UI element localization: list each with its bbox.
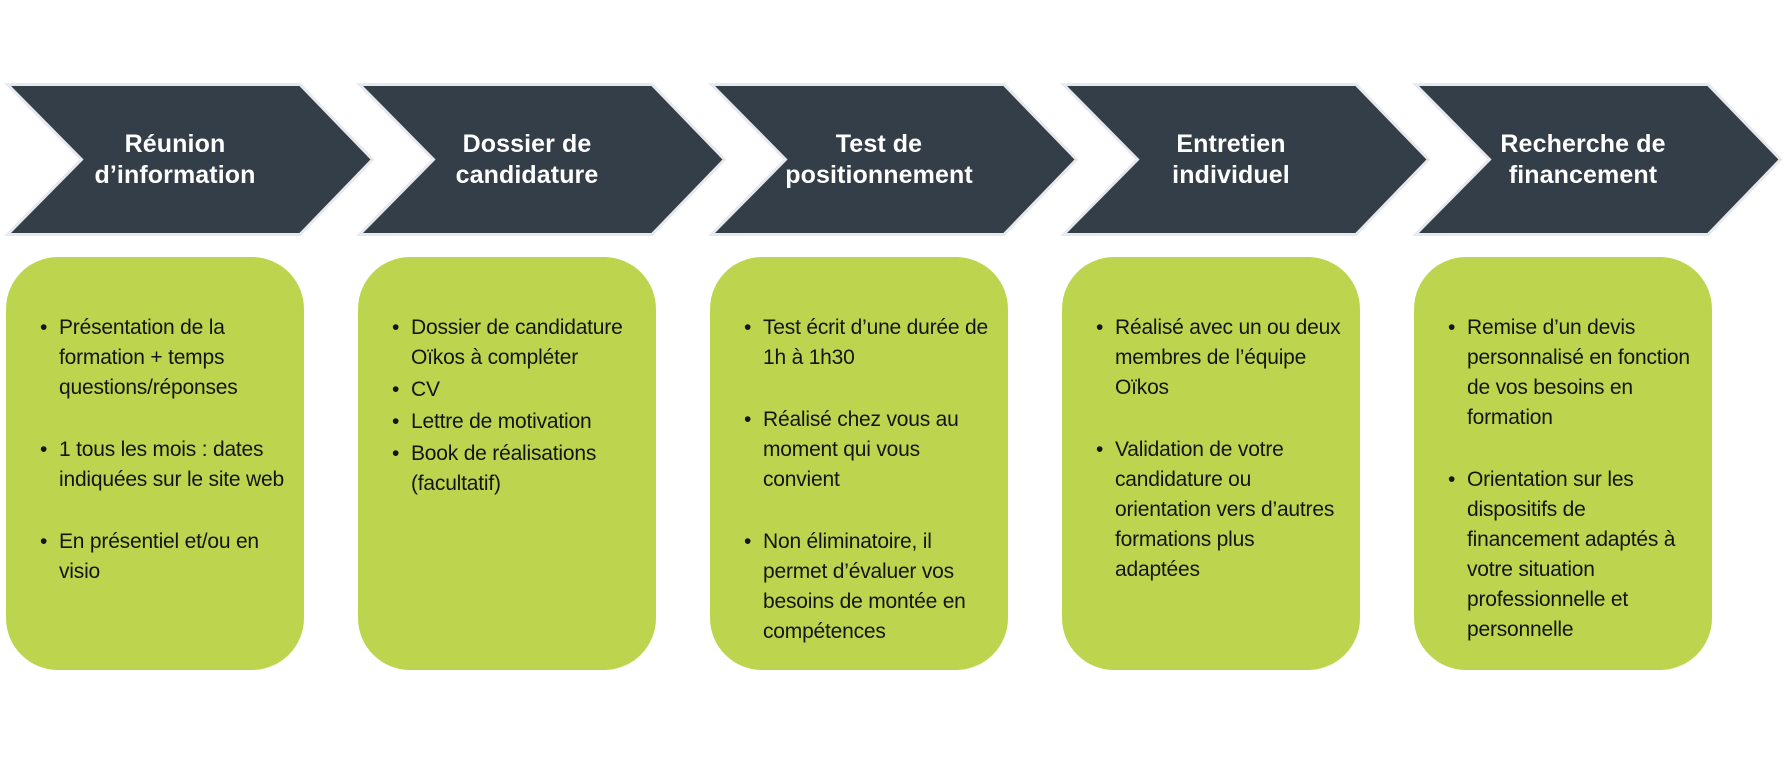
step-chevron-arrow: Réunion d’information	[3, 83, 375, 236]
bullet-list: Réalisé avec un ou deux membres de l’équ…	[1062, 257, 1360, 585]
step-chevron-arrow: Entretien individuel	[1059, 83, 1431, 236]
chevron-shape-icon	[1059, 83, 1431, 236]
process-step: Entretien individuel Réalisé avec un ou …	[1059, 0, 1431, 758]
step-details-card: Remise d’un devis personnalisé en foncti…	[1414, 257, 1712, 670]
step-details-card: Test écrit d’une durée de 1h à 1h30Réali…	[710, 257, 1008, 670]
chevron-shape-icon	[3, 83, 375, 236]
process-step: Recherche de financement Remise d’un dev…	[1411, 0, 1783, 758]
bullet-list: Dossier de candidature Oïkos à compléter…	[358, 257, 656, 499]
process-step: Dossier de candidature Dossier de candid…	[355, 0, 727, 758]
bullet-item: Test écrit d’une durée de 1h à 1h30	[742, 313, 990, 373]
step-title: Réunion d’information	[94, 130, 256, 189]
bullet-item: Lettre de motivation	[390, 407, 638, 437]
step-title: Dossier de candidature	[455, 130, 599, 189]
bullet-item: Présentation de la formation + temps que…	[38, 313, 286, 403]
bullet-item: Validation de votre candidature ou orien…	[1094, 435, 1342, 585]
bullet-item: En présentiel et/ou en visio	[38, 527, 286, 587]
bullet-list: Remise d’un devis personnalisé en foncti…	[1414, 257, 1712, 645]
step-title: Recherche de financement	[1500, 130, 1666, 189]
bullet-item: Non éliminatoire, il permet d’évaluer vo…	[742, 527, 990, 647]
step-title: Entretien individuel	[1172, 130, 1290, 189]
bullet-list: Présentation de la formation + temps que…	[6, 257, 304, 587]
step-details-card: Présentation de la formation + temps que…	[6, 257, 304, 670]
step-title: Test de positionnement	[785, 130, 973, 189]
bullet-item: Remise d’un devis personnalisé en foncti…	[1446, 313, 1694, 433]
process-step: Test de positionnement Test écrit d’une …	[707, 0, 1079, 758]
process-step: Réunion d’information Présentation de la…	[3, 0, 375, 758]
step-details-card: Réalisé avec un ou deux membres de l’équ…	[1062, 257, 1360, 670]
bullet-item: CV	[390, 375, 638, 405]
bullet-item: 1 tous les mois : dates indiquées sur le…	[38, 435, 286, 495]
bullet-item: Dossier de candidature Oïkos à compléter	[390, 313, 638, 373]
bullet-item: Réalisé avec un ou deux membres de l’équ…	[1094, 313, 1342, 403]
chevron-shape-icon	[355, 83, 727, 236]
step-chevron-arrow: Recherche de financement	[1411, 83, 1783, 236]
step-chevron-arrow: Dossier de candidature	[355, 83, 727, 236]
bullet-item: Orientation sur les dispositifs de finan…	[1446, 465, 1694, 645]
bullet-list: Test écrit d’une durée de 1h à 1h30Réali…	[710, 257, 1008, 647]
step-chevron-arrow: Test de positionnement	[707, 83, 1079, 236]
bullet-item: Book de réalisations (facultatif)	[390, 439, 638, 499]
chevron-shape-icon	[1411, 83, 1783, 236]
bullet-item: Réalisé chez vous au moment qui vous con…	[742, 405, 990, 495]
chevron-shape-icon	[707, 83, 1079, 236]
step-details-card: Dossier de candidature Oïkos à compléter…	[358, 257, 656, 670]
